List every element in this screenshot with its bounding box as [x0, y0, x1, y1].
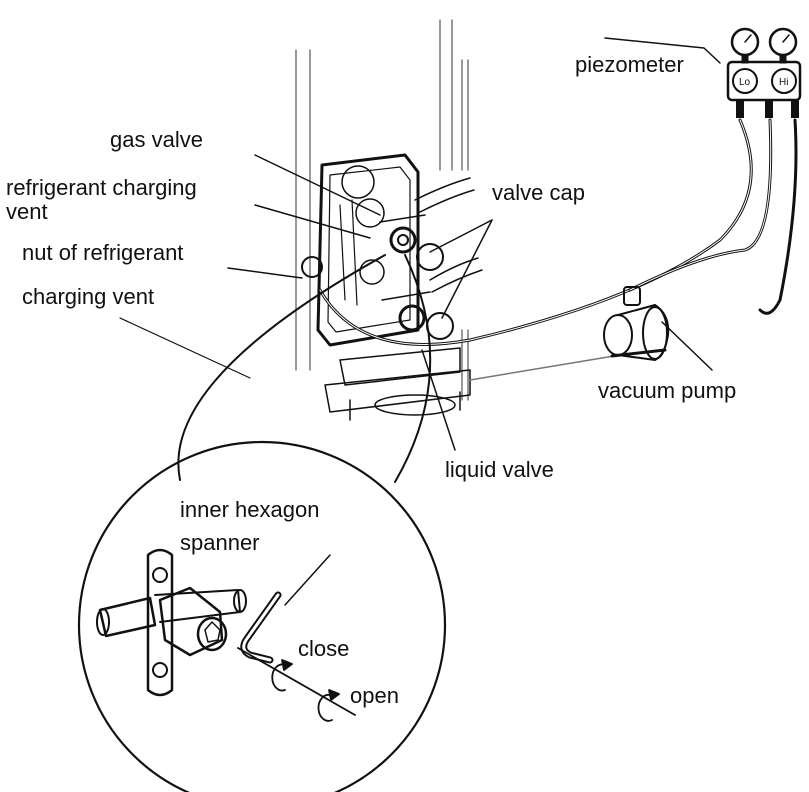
gauge-hi-mark: Hi: [779, 77, 788, 88]
label-open: open: [350, 683, 399, 708]
label-valve-cap: valve cap: [492, 180, 585, 205]
leader-lines: [119, 37, 721, 451]
label-spanner-line1: inner hexagon: [180, 497, 320, 522]
label-spanner-line2: spanner: [180, 530, 260, 555]
valve-detail: [96, 548, 247, 697]
rotation-indicators: [237, 647, 356, 722]
label-piezometer: piezometer: [575, 52, 684, 77]
wall-structure: [295, 19, 469, 401]
mounting-bracket: [324, 347, 471, 421]
label-nut-line2: charging vent: [22, 284, 155, 309]
label-nut-line1: nut of refrigerant: [22, 240, 184, 265]
label-charging-vent-line1: refrigerant charging: [6, 175, 197, 200]
label-liquid-valve: liquid valve: [445, 457, 554, 482]
label-close: close: [298, 636, 350, 661]
valve-mounting-plate: [316, 153, 420, 347]
vacuum-pump: [603, 286, 670, 361]
service-valves: [301, 214, 454, 340]
gauge-lo-mark: Lo: [739, 77, 751, 88]
label-vacuum-pump: vacuum pump: [598, 378, 737, 403]
label-gas-valve: gas valve: [110, 127, 203, 152]
magnifier-callout: [77, 254, 447, 792]
charge-hoses: [318, 118, 798, 346]
label-charging-vent-line2: vent: [6, 199, 48, 224]
piezometer-manifold: [726, 27, 802, 118]
refrigerant-pipes: [414, 177, 621, 381]
